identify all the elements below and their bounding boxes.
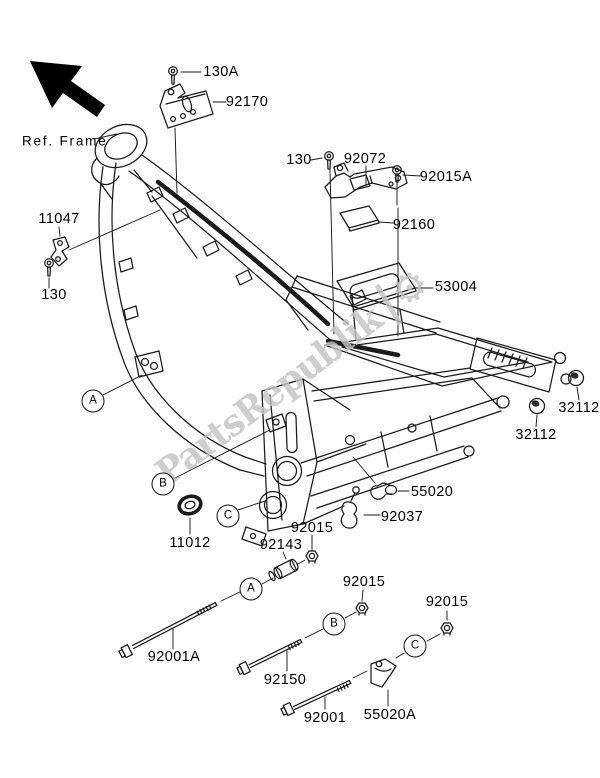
part-label-92037: 92037	[380, 509, 424, 525]
lower-cradle	[300, 377, 510, 509]
part-92072-bracket	[324, 162, 408, 199]
part-label-11047: 11047	[38, 211, 80, 227]
part-92143-collar	[268, 558, 299, 582]
part-55020-clamp	[370, 482, 398, 500]
part-label-92170: 92170	[225, 94, 269, 110]
part-label-92015-b: 92015	[342, 574, 386, 590]
direction-arrow-icon	[30, 61, 105, 117]
part-53004-mat	[336, 262, 417, 311]
callout-c-bolt: C	[403, 634, 427, 658]
head-tube	[91, 123, 148, 200]
callout-a-bolt: A	[239, 577, 263, 601]
backbone-tube	[128, 154, 349, 345]
part-11012-plug	[177, 494, 203, 516]
part-label-32112-right: 32112	[558, 400, 600, 416]
part-label-55020A: 55020A	[363, 707, 417, 723]
frame-tabs	[118, 186, 367, 321]
part-label-55020: 55020	[410, 484, 454, 500]
part-label-130A: 130A	[203, 64, 239, 80]
down-tube	[98, 162, 267, 477]
pivot-plates	[241, 378, 367, 547]
part-92015-nut-a	[305, 550, 319, 564]
part-label-92143: 92143	[259, 537, 303, 553]
callout-b-bolt: B	[322, 612, 346, 636]
part-92037-clamp	[340, 486, 360, 529]
part-label-92015-a: 92015	[290, 520, 334, 536]
part-label-92015-c: 92015	[425, 594, 469, 610]
part-55020a-bracket	[370, 658, 397, 688]
part-label-92001A: 92001A	[147, 649, 201, 665]
part-label-11012: 11012	[169, 535, 211, 551]
part-92150-bolt	[236, 638, 303, 676]
part-label-92015A: 92015A	[419, 169, 473, 185]
callout-b-frame: B	[151, 472, 175, 496]
part-label-92001: 92001	[303, 710, 347, 726]
part-92001a-bolt	[118, 601, 218, 659]
callout-a-frame: A	[81, 389, 105, 413]
screw-130-left	[44, 258, 54, 277]
part-92015-nut-b	[355, 602, 369, 616]
part-label-130-top: 130	[286, 152, 312, 168]
part-label-92072: 92072	[343, 151, 387, 167]
part-label-130-left: 130	[41, 287, 67, 303]
part-label-92160: 92160	[392, 217, 436, 233]
screw-130a	[168, 66, 178, 85]
part-92015-nut-c	[440, 622, 454, 636]
part-92170-bracket	[159, 83, 214, 129]
ref-frame-label: Ref. Frame	[22, 133, 108, 149]
screw-130-top	[324, 151, 334, 170]
callout-c-frame: C	[216, 504, 240, 528]
engine-mount-brackets	[134, 350, 287, 433]
leader-lines	[48, 71, 580, 710]
part-label-32112-left: 32112	[515, 427, 557, 443]
part-11047-bracket	[50, 236, 70, 267]
part-92160-sheet	[339, 205, 380, 232]
part-32112-cap-left	[528, 397, 546, 415]
part-label-92150: 92150	[263, 672, 307, 688]
rear-subframe	[285, 275, 572, 402]
part-92001-bolt	[280, 679, 352, 717]
part-label-53004: 53004	[434, 279, 478, 295]
part-32112-cap-right	[567, 369, 585, 387]
